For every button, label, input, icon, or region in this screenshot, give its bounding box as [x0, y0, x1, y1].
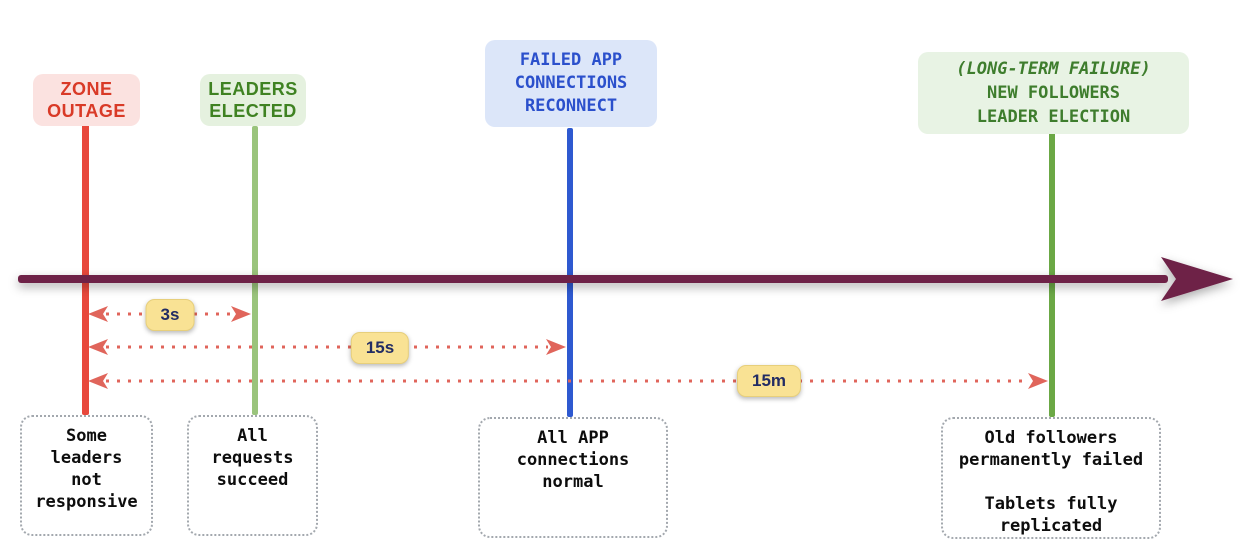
event-label-failed-app-connections: FAILED APP CONNECTIONS RECONNECT — [485, 40, 657, 127]
event-line-long-term-failure — [1049, 131, 1055, 417]
timeline-arrowhead-icon — [1161, 257, 1233, 301]
note-line: Old followers — [984, 428, 1118, 448]
label-line: LEADER ELECTION — [976, 107, 1131, 127]
note-line: requests — [211, 448, 294, 468]
event-label-zone-outage: ZONE OUTAGE — [33, 74, 140, 126]
arrowhead-right-icon — [231, 306, 251, 322]
event-line-failed-app-connections — [567, 128, 573, 417]
arrowhead-left-icon — [88, 373, 108, 389]
note-zone-outage: Some leaders not responsive — [20, 415, 153, 536]
note-line: All — [237, 426, 268, 446]
note-line: normal — [542, 472, 604, 492]
note-line: All APP — [537, 428, 609, 448]
note-line: succeed — [216, 470, 289, 490]
label-line: CONNECTIONS — [514, 73, 628, 93]
note-line: connections — [516, 450, 630, 470]
duration-chip-3s: 3s — [145, 299, 195, 331]
event-line-zone-outage — [82, 124, 89, 415]
label-line: NEW FOLLOWERS — [986, 83, 1121, 103]
note-line: leaders — [50, 448, 123, 468]
label-line: ZONE — [60, 79, 113, 99]
arrowhead-right-icon — [546, 339, 566, 355]
label-line: LEADERS — [208, 79, 298, 99]
note-line: responsive — [35, 492, 138, 512]
note-line: Some — [66, 426, 107, 446]
note-failed-app-connections: All APP connections normal — [478, 417, 668, 538]
note-line — [943, 471, 1159, 493]
label-line: FAILED APP — [519, 50, 623, 70]
label-line: ELECTED — [209, 101, 297, 121]
note-long-term-failure: Old followers permanently failed Tablets… — [941, 417, 1161, 539]
note-line: Tablets fully — [984, 494, 1118, 514]
note-line: not — [71, 470, 102, 490]
duration-chip-15m: 15m — [736, 365, 802, 397]
arrowhead-left-icon — [88, 339, 108, 355]
event-label-leaders-elected: LEADERS ELECTED — [200, 74, 306, 126]
label-line: RECONNECT — [524, 96, 618, 116]
label-line: OUTAGE — [47, 101, 126, 121]
event-label-long-term-failure: (LONG-TERM FAILURE) NEW FOLLOWERS LEADER… — [918, 52, 1189, 134]
arrowhead-left-icon — [88, 306, 108, 322]
note-leaders-elected: All requests succeed — [187, 415, 318, 536]
duration-chip-15s: 15s — [350, 332, 410, 364]
duration-arrow-15s — [88, 339, 566, 355]
note-line: replicated — [999, 516, 1103, 536]
arrowhead-right-icon — [1028, 373, 1048, 389]
label-line: (LONG-TERM FAILURE) — [956, 59, 1151, 79]
event-line-leaders-elected — [252, 126, 258, 415]
note-line: permanently failed — [958, 450, 1144, 470]
timeline-shaft — [18, 275, 1168, 283]
